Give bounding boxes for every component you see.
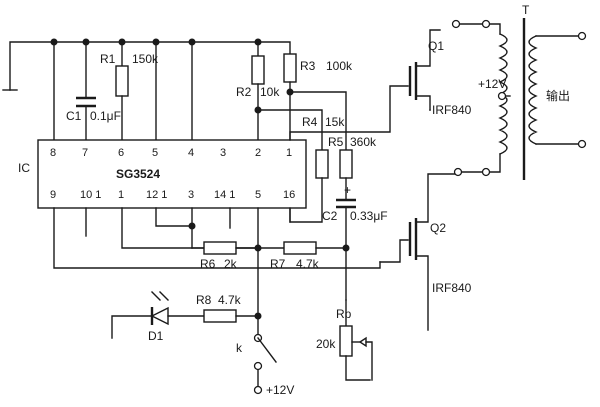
- ic-top-pin: 1: [286, 147, 292, 159]
- resistor-r8: R8 4.7k: [196, 293, 259, 323]
- ic-bottom-pin: 3: [188, 189, 194, 201]
- mosfet-q1: Q1 IRF840: [289, 29, 472, 141]
- potentiometer-rp: Rp 20k: [316, 299, 373, 381]
- c1-ref: C1: [66, 109, 82, 123]
- r6-value: 2k: [224, 257, 238, 271]
- r6-ref: R6: [200, 257, 216, 271]
- ic-top-pin: 2: [255, 147, 261, 159]
- c2-ref: C2: [322, 209, 338, 223]
- r4-ref: R4: [302, 115, 318, 129]
- pin12-wire: [155, 207, 193, 227]
- output-label: 输出: [546, 88, 570, 103]
- transformer-t: T +12V 输出: [451, 3, 587, 180]
- k-ref: k: [236, 341, 243, 355]
- capacitor-c2: + C2 0.33μF: [322, 183, 388, 301]
- r5-value: 360k: [350, 135, 377, 149]
- r8-value: 4.7k: [218, 293, 242, 307]
- c2-plus: +: [344, 183, 351, 197]
- q1-ref: Q1: [428, 39, 444, 53]
- ic-bottom-pin: 12 1: [146, 189, 167, 201]
- ic-name: SG3524: [116, 167, 160, 181]
- rp-ref: Rp: [336, 307, 352, 321]
- ic-top-pin: 3: [220, 147, 226, 159]
- ic-bottom-pin: 1: [118, 189, 124, 201]
- mosfet-q2: Q2 IRF840: [379, 173, 472, 331]
- resistor-r2: R2 10k: [236, 41, 280, 141]
- r8-ref: R8: [196, 293, 212, 307]
- ic-sg3524: IC SG3524 8 7 6 5 4 3 2 1 9 10 1 1 12 1 …: [18, 139, 307, 209]
- c2-value: 0.33μF: [350, 209, 388, 223]
- r3-ref: R3: [300, 59, 316, 73]
- top-rail: [2, 41, 259, 91]
- r1-ref: R1: [100, 52, 116, 66]
- capacitor-c1: C1 0.1μF: [66, 41, 121, 141]
- pin9-wire: [53, 207, 381, 269]
- resistor-r7: R7 4.7k: [257, 241, 347, 271]
- t-ref: T: [522, 3, 530, 17]
- q1-part: IRF840: [432, 103, 472, 117]
- resistor-r3: R3 100k: [257, 41, 353, 141]
- ic-bottom-pin: 14 1: [214, 189, 235, 201]
- ic-bottom-pin: 10 1: [80, 189, 101, 201]
- junction-dots: [50, 38, 350, 320]
- q2-ref: Q2: [430, 221, 446, 235]
- resistor-r1: R1 150k: [100, 41, 159, 141]
- r2-ref: R2: [236, 85, 252, 99]
- resistor-r4: R4 15k: [257, 109, 345, 223]
- ic-top-pin: 5: [152, 147, 158, 159]
- r5-ref: R5: [328, 135, 344, 149]
- led-d1: D1: [111, 291, 205, 343]
- r1-value: 150k: [132, 52, 159, 66]
- ic-top-pin: 4: [188, 147, 194, 159]
- ic-bottom-pin: 5: [255, 189, 261, 201]
- resistor-r5: R5 360k: [289, 91, 377, 201]
- ic-top-pin: 7: [82, 147, 88, 159]
- r7-value: 4.7k: [296, 257, 320, 271]
- c1-value: 0.1μF: [90, 109, 121, 123]
- r3-value: 100k: [326, 59, 353, 73]
- bottom-supply-label: +12V: [266, 383, 294, 397]
- switch-k: k +12V: [236, 315, 294, 397]
- ic-bottom-pin: 16: [283, 189, 295, 201]
- ic-bottom-pin: 9: [50, 189, 56, 201]
- ic-label: IC: [18, 161, 30, 175]
- d1-ref: D1: [148, 329, 164, 343]
- ic-top-pin: 6: [118, 147, 124, 159]
- r7-ref: R7: [270, 257, 286, 271]
- resistor-r6: R6 2k: [191, 241, 259, 271]
- q2-part: IRF840: [432, 281, 472, 295]
- r2-value: 10k: [260, 85, 280, 99]
- transformer-supply-label: +12V: [478, 77, 506, 91]
- rp-value: 20k: [316, 337, 336, 351]
- r4-value: 15k: [325, 115, 345, 129]
- ic-top-pin: 8: [50, 147, 56, 159]
